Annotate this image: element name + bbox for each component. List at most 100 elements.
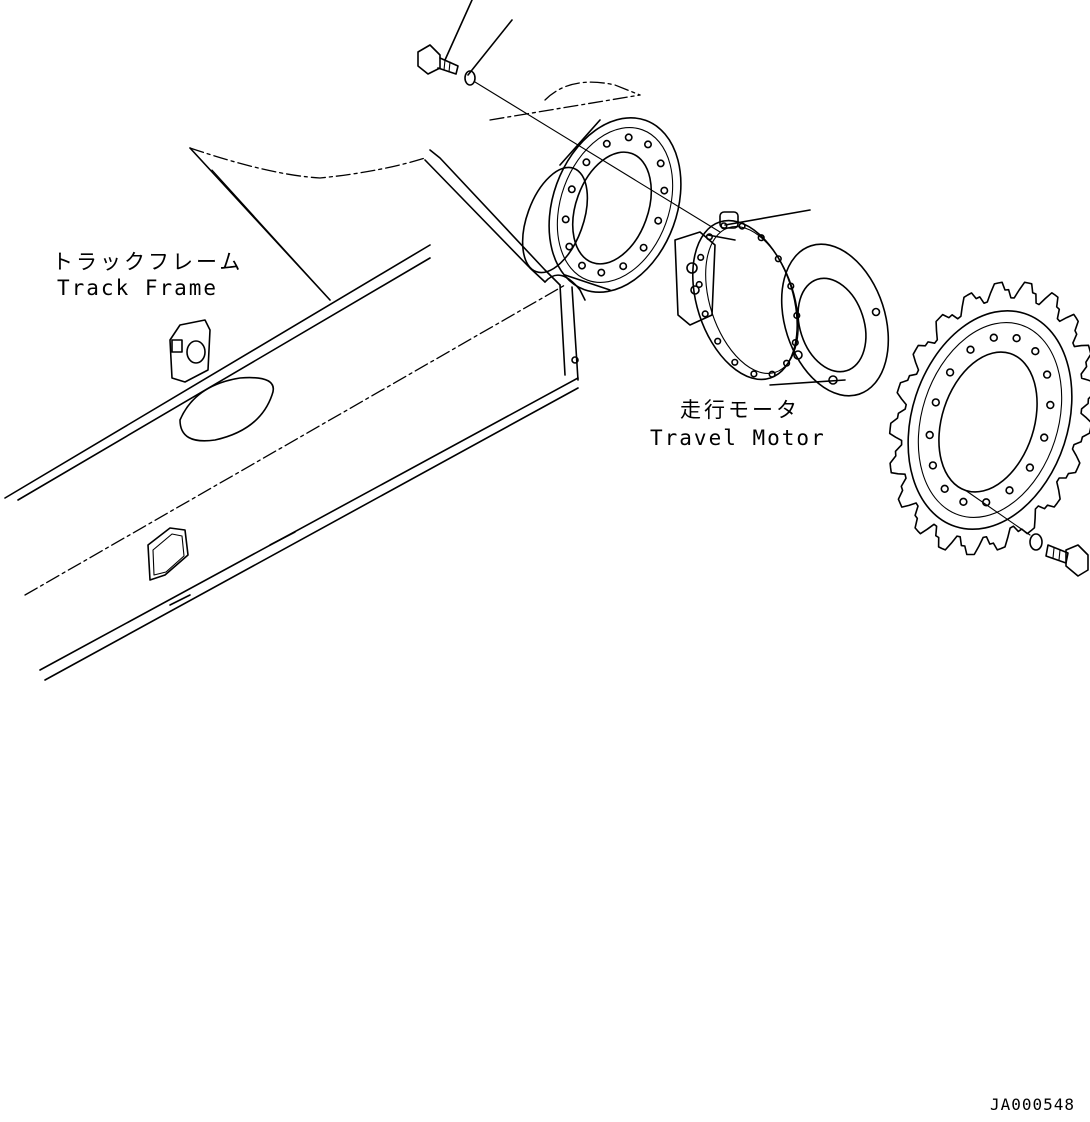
sprocket-bolt-hole: [1012, 334, 1021, 343]
flange-body-bottom: [564, 274, 611, 291]
sprocket-bolt-hole: [989, 333, 998, 342]
motor-bolt-hole: [782, 359, 791, 367]
sprocket-bolt-hole: [1031, 347, 1040, 356]
sprocket-bolt-hole: [1005, 486, 1014, 495]
motor-bolt-hole: [738, 222, 746, 230]
frame-curve-dashed: [189, 147, 426, 179]
flange-bolt-hole: [624, 133, 633, 142]
motor-bolt-hole: [695, 280, 703, 289]
flange-bore: [571, 151, 653, 265]
flange-bolt-holes: [561, 133, 669, 277]
travel-motor-label-jp: 走行モータ: [680, 398, 800, 422]
frame-inner-diagonal-2: [211, 169, 331, 301]
motor-drum-bottom: [769, 379, 846, 386]
motor-end-cap-outer: [780, 243, 890, 397]
bottom-thread-1: [1052, 547, 1055, 559]
motor-valve-block: [674, 231, 716, 326]
frame-front-vertical-1: [559, 284, 566, 376]
end-cap-bolt-2: [828, 375, 838, 385]
top-washer: [464, 70, 476, 86]
sprocket-teeth-outline: [888, 281, 1090, 556]
frame-oval-opening: [179, 376, 275, 442]
sprocket: [888, 281, 1090, 556]
motor-bolt-hole: [714, 337, 722, 345]
motor-bolt-hole: [750, 370, 758, 378]
frame-mounting-flange: [489, 81, 682, 293]
flange-bolt-hole: [656, 159, 665, 168]
sprocket-bolt-holes: [925, 333, 1055, 507]
sprocket-bolt-hole: [981, 498, 991, 507]
sprocket-bolt-hole: [945, 368, 955, 377]
flange-bolt-hole: [565, 242, 574, 251]
motor-bolt-hole: [768, 370, 776, 378]
bottom-washer: [1029, 533, 1043, 551]
flange-outer-ring: [548, 117, 682, 293]
track-frame: [4, 147, 586, 681]
frame-small-bracket: [169, 319, 211, 383]
motor-bolt-hole: [757, 234, 765, 242]
leader-line-2: [467, 19, 513, 76]
motor-hub-inner: [705, 226, 799, 374]
sprocket-bolt-hole: [940, 484, 949, 493]
bottom-bolt-head: [1065, 544, 1089, 577]
end-cap-bolt-1: [793, 350, 803, 360]
leader-line-1: [444, 0, 473, 61]
bolt-thread-1: [443, 59, 446, 71]
frame-front-vertical-2: [571, 286, 579, 381]
sprocket-bolt-hole: [959, 497, 968, 506]
flange-body-top: [559, 119, 601, 166]
frame-bracket-curve: [544, 274, 586, 301]
frame-mid-edge: [24, 284, 566, 596]
drawing-code: JA000548: [990, 1095, 1076, 1114]
flange-bolt-hole: [619, 262, 628, 271]
sprocket-bolt-hole: [1039, 433, 1049, 442]
sprocket-bolt-hole: [966, 345, 975, 354]
assembly-axis-line: [474, 81, 721, 233]
bottom-thread-2: [1058, 549, 1061, 561]
motor-bolt-hole: [720, 222, 728, 230]
top-bolt-head: [417, 44, 441, 75]
frame-rect-opening: [147, 527, 189, 581]
frame-top-edge-outer: [4, 244, 431, 499]
track-frame-label-jp: トラックフレーム: [52, 250, 244, 274]
frame-bottom-edge-2: [44, 387, 579, 681]
motor-end-cap-center: [797, 277, 867, 373]
flange-bolt-hole: [567, 185, 576, 194]
frame-bottom-edge-1: [39, 377, 579, 671]
travel-motor: [674, 209, 890, 397]
frame-flange-1: [169, 594, 191, 606]
sprocket-hub-outer: [907, 309, 1073, 531]
flange-bolt-hole: [654, 216, 663, 225]
motor-top-plug: [719, 211, 739, 229]
motor-bolt-hole: [697, 253, 705, 261]
flange-bolt-hole: [660, 186, 669, 195]
flange-rear-rim: [521, 166, 589, 274]
flange-dashed-link: [489, 94, 641, 121]
track-frame-label-en: Track Frame: [57, 276, 219, 300]
flange-bolt-hole: [639, 243, 648, 252]
sprocket-bolt-hole: [1046, 400, 1055, 410]
bolt-thread-2: [448, 61, 451, 73]
motor-hub-bolt-holes: [695, 222, 801, 378]
flange-bolt-hole: [561, 215, 570, 224]
flange-mid-ring: [556, 127, 674, 283]
top-bolt-assembly: [417, 0, 721, 233]
flange-top-dashed: [544, 81, 641, 101]
motor-drum-top: [724, 209, 811, 226]
top-bolt-shank: [437, 57, 459, 75]
frame-bracket-nut: [171, 339, 183, 353]
sprocket-bolt-hole: [1042, 370, 1052, 379]
sprocket-hub-mid: [917, 322, 1063, 518]
motor-bolt-hole: [705, 233, 714, 241]
motor-bolt-hole: [774, 255, 782, 263]
motor-bolt-hole: [791, 339, 799, 347]
bottom-bolt-shank: [1045, 544, 1069, 564]
motor-bolt-hole: [787, 282, 795, 290]
frame-flange-2: [269, 531, 296, 546]
flange-bolt-hole: [597, 268, 606, 277]
frame-plate-edge: [429, 149, 561, 286]
motor-bolt-hole: [701, 310, 709, 318]
sprocket-bolt-hole: [928, 461, 938, 470]
